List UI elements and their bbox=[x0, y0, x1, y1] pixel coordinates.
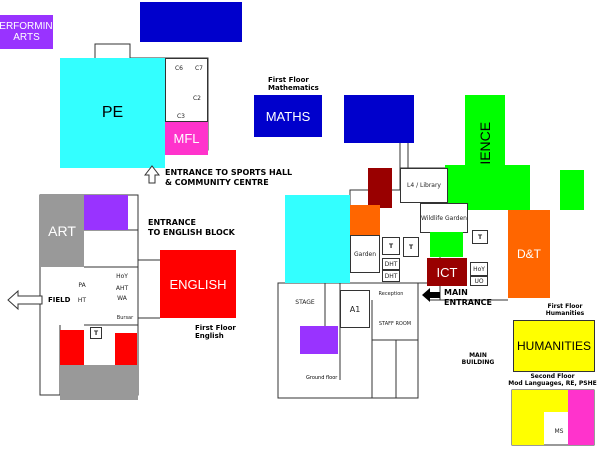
purple-block-art[interactable] bbox=[84, 195, 128, 230]
main-entrance-arrow bbox=[422, 288, 440, 302]
room-c2: C2 bbox=[192, 94, 201, 102]
room-c7: C7 bbox=[194, 64, 203, 72]
room-c6: C6 bbox=[174, 64, 183, 72]
room-hoy-left: HoY bbox=[116, 272, 128, 280]
room-dht-2: DHT bbox=[382, 270, 400, 282]
room-pa: PA bbox=[78, 281, 86, 289]
first-floor-humanities-label: First Floor Humanities bbox=[545, 303, 585, 317]
entrance-sports-hall-label: ENTRANCE TO SPORTS HALL & COMMUNITY CENT… bbox=[165, 168, 293, 187]
room-hoy: HoY bbox=[470, 262, 488, 276]
toilet-main-1: T bbox=[382, 237, 400, 255]
second-floor-label: Second Floor Mod Languages, RE, PSHE bbox=[508, 373, 597, 387]
art-block[interactable]: ART bbox=[40, 195, 84, 267]
room-wildlife-garden: Wildlife Garden bbox=[420, 203, 468, 233]
room-bursar: Bursar bbox=[116, 315, 134, 321]
field-label: FIELD bbox=[48, 296, 71, 304]
room-stage: STAGE bbox=[295, 298, 315, 306]
humanities-block[interactable]: HUMANITIES bbox=[513, 320, 595, 372]
room-reception: Reception bbox=[378, 291, 404, 297]
ict-block[interactable]: ICT bbox=[427, 258, 467, 286]
room-garden: Garden bbox=[350, 235, 380, 273]
performing-arts-block[interactable]: PERFORMING ARTS bbox=[0, 15, 60, 49]
dt-block[interactable]: D&T bbox=[508, 210, 550, 298]
room-aht: AHT bbox=[115, 284, 129, 292]
toilet-main-2: T bbox=[403, 237, 419, 257]
main-entrance-label: MAIN ENTRANCE bbox=[444, 288, 492, 307]
grey-block-bottom[interactable] bbox=[60, 365, 138, 400]
green-block-small[interactable] bbox=[430, 232, 463, 257]
entrance-english-label: ENTRANCE TO ENGLISH BLOCK bbox=[148, 218, 235, 237]
red-block-left-2[interactable] bbox=[115, 333, 137, 365]
room-ms: MS bbox=[554, 427, 564, 435]
purple-block-main[interactable] bbox=[300, 326, 338, 354]
green-block-far-right[interactable] bbox=[560, 170, 584, 210]
yellow-block-second-floor-2[interactable] bbox=[544, 390, 570, 412]
toilet-english: T bbox=[90, 327, 102, 339]
red-block-left-1[interactable] bbox=[60, 330, 84, 365]
room-wa: WA bbox=[117, 294, 127, 302]
first-floor-maths-label: First Floor Mathematics bbox=[268, 76, 319, 92]
room-l4-library: L4 / Library bbox=[400, 168, 448, 203]
magenta-block-second-floor[interactable] bbox=[568, 390, 594, 445]
first-floor-english-label: First Floor English bbox=[195, 324, 236, 340]
blue-block-main[interactable] bbox=[344, 95, 414, 143]
science-block-ext[interactable] bbox=[445, 165, 530, 210]
entrance-sports-hall-arrow bbox=[143, 165, 161, 184]
field-arrow bbox=[7, 289, 43, 311]
room-ht: HT bbox=[77, 296, 87, 304]
orange-block-main[interactable] bbox=[350, 205, 380, 235]
ground-floor-label: Ground floor bbox=[306, 375, 338, 381]
pe-side-rooms bbox=[165, 58, 208, 122]
cyan-block-main[interactable] bbox=[285, 195, 350, 283]
mfl-block[interactable]: MFL bbox=[165, 122, 208, 155]
top-blue-block[interactable] bbox=[140, 2, 242, 42]
room-a1: A1 bbox=[340, 290, 370, 328]
toilet-main-3: T bbox=[472, 230, 488, 244]
yellow-block-second-floor[interactable] bbox=[512, 390, 544, 445]
room-staff-room: STAFF ROOM bbox=[378, 321, 412, 327]
maths-block[interactable]: MATHS bbox=[254, 95, 322, 137]
dark-red-block[interactable] bbox=[368, 168, 392, 208]
main-building-label: MAIN BUILDING bbox=[461, 352, 495, 366]
pe-block[interactable]: PE bbox=[60, 58, 165, 168]
room-uo: UO bbox=[470, 276, 488, 286]
room-dht-1: DHT bbox=[382, 258, 400, 270]
english-block[interactable]: ENGLISH bbox=[160, 250, 236, 318]
room-c3: C3 bbox=[176, 112, 185, 120]
